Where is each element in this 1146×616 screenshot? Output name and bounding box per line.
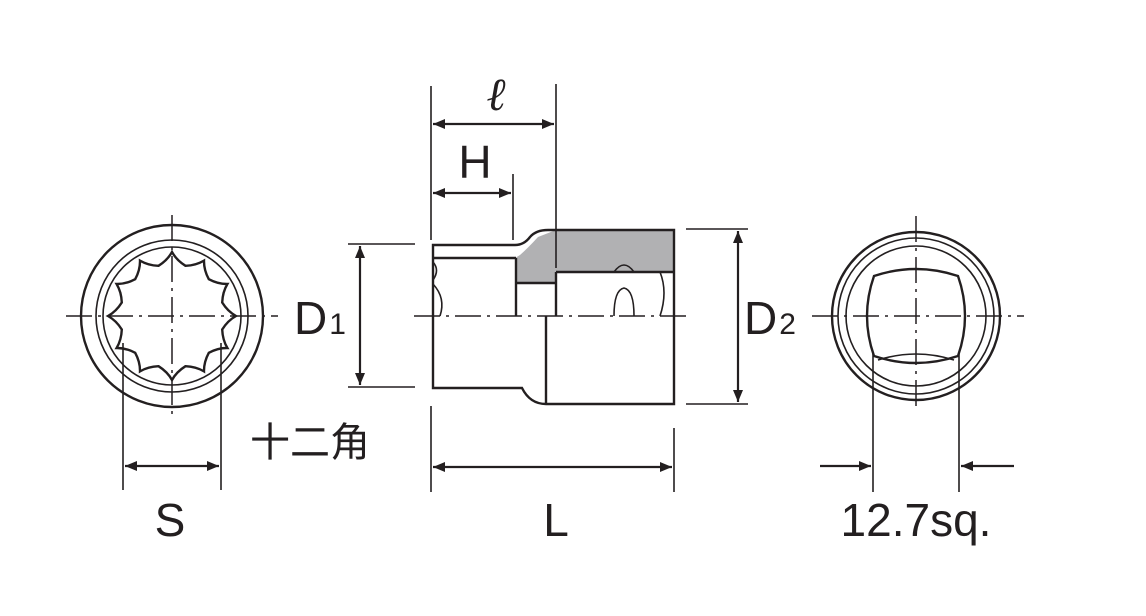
ball-detent-arc xyxy=(613,264,635,273)
chamfer-arc-top xyxy=(432,261,438,281)
d1-label: D1 xyxy=(294,292,346,344)
socket-side-view: D1 D2 L ℓ H xyxy=(294,69,796,546)
h-label: H xyxy=(458,136,491,188)
socket-outline xyxy=(431,228,676,406)
s-label: S xyxy=(155,494,186,546)
pin-hole xyxy=(613,287,635,317)
section-shading xyxy=(433,230,674,283)
d2-label: D2 xyxy=(744,292,796,344)
twelve-point-label: 十二角 xyxy=(250,420,370,466)
l-label: L xyxy=(543,494,569,546)
square-drive-end-view: 12.7sq. xyxy=(812,216,1024,546)
drive-chamfer-arc xyxy=(659,271,665,317)
square-drive-hole xyxy=(865,267,967,365)
chamfer-arc-lower xyxy=(432,283,443,317)
twelve-point-end-view: S xyxy=(66,215,278,546)
ell-label: ℓ xyxy=(486,69,506,120)
square-drive-label: 12.7sq. xyxy=(841,494,992,546)
